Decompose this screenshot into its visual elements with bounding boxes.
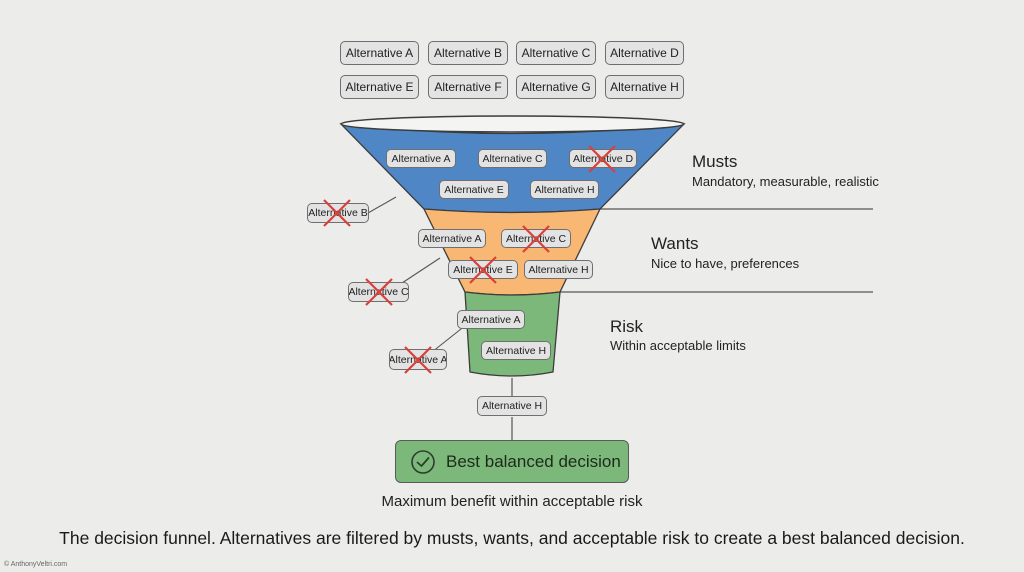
check-circle-icon bbox=[411, 449, 435, 474]
rejected-b-leader bbox=[367, 196, 397, 214]
musts-chip: Alternative D bbox=[569, 149, 637, 168]
rejected-chip-wants: Alternative C bbox=[348, 282, 409, 302]
wants-title: Wants bbox=[651, 234, 699, 253]
wants-chip: Alternative C bbox=[501, 229, 571, 248]
musts-chip: Alternative E bbox=[439, 180, 509, 199]
rejected-a-leader bbox=[431, 324, 467, 353]
musts-chip: Alternative A bbox=[386, 149, 456, 168]
risk-title: Risk bbox=[610, 317, 644, 336]
wants-chip: Alternative H bbox=[524, 260, 593, 279]
alternative-chip: Alternative A bbox=[340, 41, 419, 65]
best-decision-label: Best balanced decision bbox=[446, 451, 621, 471]
rejected-chip-risk: Alternative A bbox=[389, 349, 447, 370]
risk-subtitle: Within acceptable limits bbox=[610, 338, 746, 353]
musts-chip: Alternative H bbox=[530, 180, 599, 199]
musts-chip: Alternative C bbox=[478, 149, 547, 168]
alternative-chip: Alternative C bbox=[516, 41, 596, 65]
alternative-chip: Alternative B bbox=[428, 41, 508, 65]
wants-chip: Alternative A bbox=[418, 229, 486, 248]
alternative-chip: Alternative D bbox=[605, 41, 684, 65]
rejected-c-leader bbox=[401, 257, 441, 284]
figure-caption: The decision funnel. Alternatives are fi… bbox=[59, 528, 965, 548]
copyright-notice: © AnthonyVeltri.com bbox=[4, 561, 68, 568]
alternative-chip: Alternative G bbox=[516, 75, 596, 99]
risk-chip: Alternative A bbox=[457, 310, 525, 329]
musts-title: Musts bbox=[692, 152, 738, 171]
alternative-chip: Alternative H bbox=[605, 75, 684, 99]
risk-chip: Alternative H bbox=[481, 341, 551, 360]
alternative-chip: Alternative E bbox=[340, 75, 419, 99]
wants-subtitle: Nice to have, preferences bbox=[651, 256, 800, 271]
wants-chip: Alternative E bbox=[448, 260, 518, 279]
musts-subtitle: Mandatory, measurable, realistic bbox=[692, 174, 879, 189]
rejected-chip-musts: Alternative B bbox=[307, 203, 369, 223]
output-alternative-chip: Alternative H bbox=[477, 396, 547, 416]
risk-band bbox=[464, 291, 561, 377]
funnel-rim bbox=[340, 115, 685, 133]
best-decision-box: Best balanced decision bbox=[395, 440, 629, 483]
alternative-chip: Alternative F bbox=[428, 75, 508, 99]
wants-band bbox=[422, 208, 602, 296]
best-decision-subtitle: Maximum benefit within acceptable risk bbox=[381, 493, 643, 510]
